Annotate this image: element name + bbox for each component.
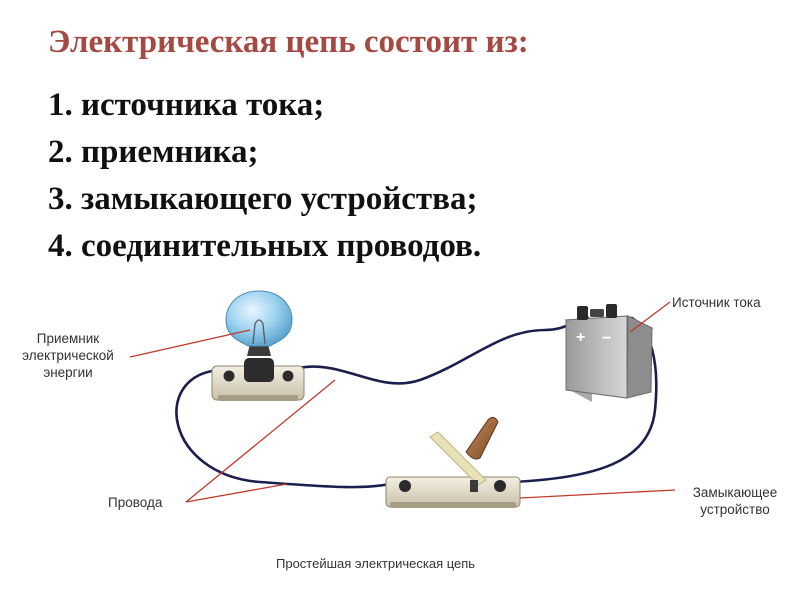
pointer-source [629,301,671,333]
pointer-lines [129,301,676,503]
wire-bulb-to-switch [175,368,397,489]
list-item-closing-device: 3. замыкающего устройства; [48,181,478,217]
switch-handle [465,416,499,460]
bulb-socket [244,358,274,382]
list-item-connecting-wires: 4. соединительных проводов. [48,228,482,264]
wire-bulb-to-battery [288,316,590,385]
pointer-receiver [129,329,251,358]
diagram-caption: Простейшая электрическая цепь [276,556,476,571]
battery-minus-sign: − [602,330,611,347]
pointer-switch [519,489,676,499]
pointer-wires-1 [185,379,336,503]
switch-closing-device [385,416,521,508]
bulb-receiver [211,290,305,401]
label-current-source: Источник тока [672,295,761,310]
label-receiver: Приемник электрической энергии [22,331,114,380]
switch-blade [429,431,487,486]
pointer-wires-2 [185,483,288,503]
battery-terminal-plus [577,306,588,320]
battery-current-source: + − [564,304,654,402]
battery-plus-sign: + [576,329,585,346]
list-item-receiver: 2. приемника; [48,134,259,170]
list-item-current-source: 1. источника тока; [48,87,325,123]
components-list: 1. источника тока; 2. приемника; 3. замы… [48,82,481,270]
bulb-glass [225,290,293,347]
label-wires: Провода [108,495,163,510]
label-closing-device: Замыкающее устройство [692,485,778,517]
slide-title: Электрическая цепь состоит из: [48,24,529,60]
battery-terminal-minus [606,304,617,318]
